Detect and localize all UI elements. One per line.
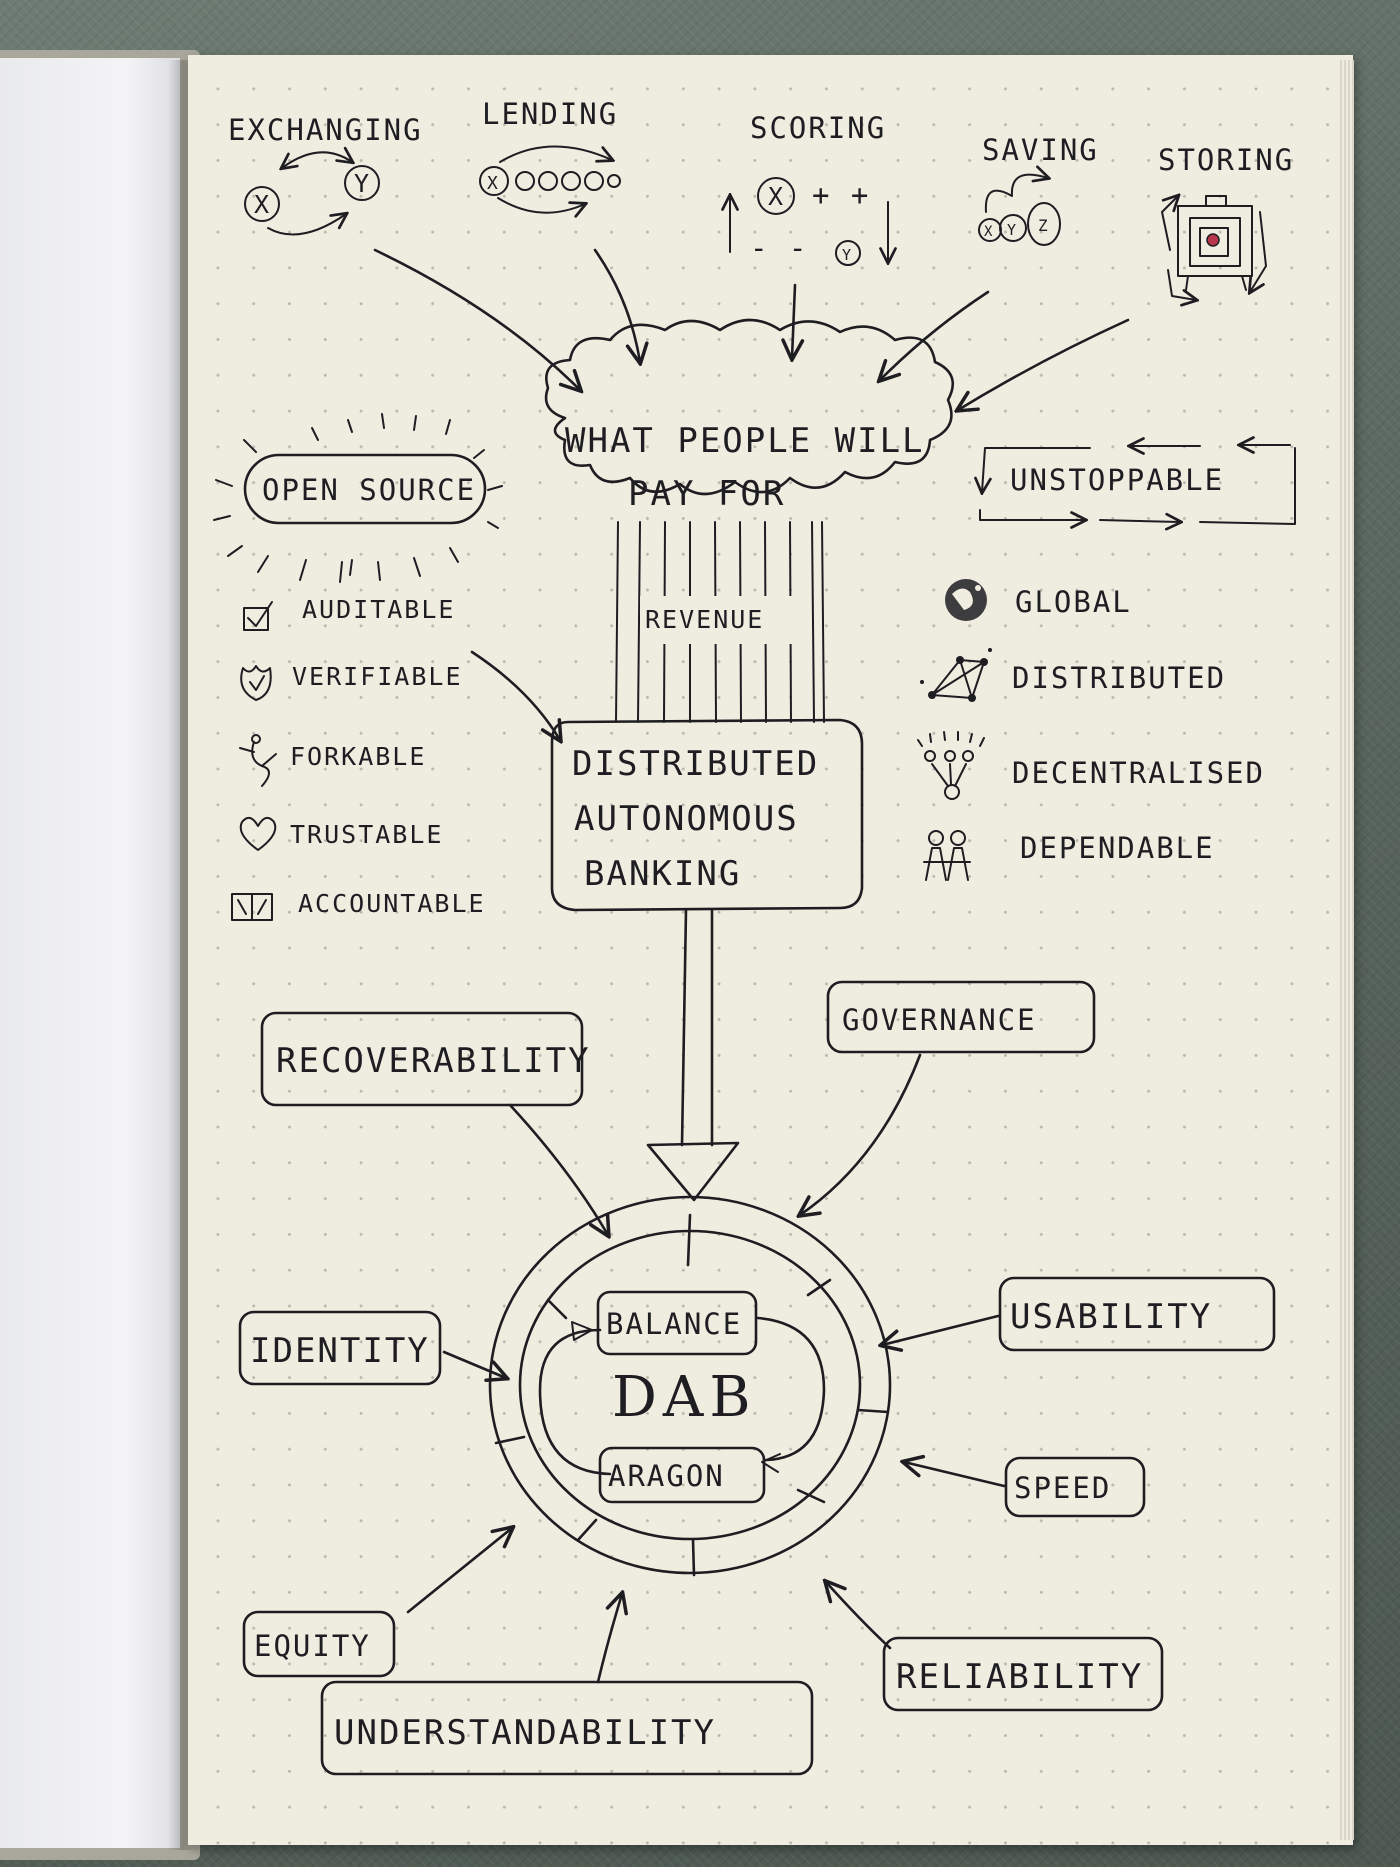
global-label: GLOBAL [1015,585,1132,619]
saving-label: SAVING [982,133,1099,167]
reliability-label: RELIABILITY [896,1657,1143,1697]
verify-icon [240,665,272,701]
cloud-line1: WHAT PEOPLE WILL [565,421,925,461]
people-icon [923,830,971,881]
open-source-label: OPEN SOURCE [262,473,476,507]
accountable-label: ACCOUNTABLE [298,889,486,918]
dab-line3: BANKING [584,854,741,894]
left-page [0,58,180,1848]
governance-box: GOVERNANCE [800,980,1096,1215]
globe-icon [945,579,987,621]
radiating-lines [213,413,503,583]
revenue-column: REVENUE [615,521,825,723]
activity-scoring: SCORING X + + - - Y [730,111,888,266]
saving-icon: X Y Z [978,175,1061,246]
svg-text:X: X [768,182,785,211]
understandability-box: UNDERSTANDABILITY [320,1594,814,1776]
svg-text:Z: Z [1038,216,1050,235]
fork-icon [239,734,277,787]
forkable-label: FORKABLE [290,742,426,771]
svg-text:- -: - - [750,231,808,265]
left-properties: AUDITABLE VERIFIABLE FORKABLE TRUSTABLE … [231,595,486,921]
svg-text:X: X [487,173,500,194]
svg-text:Y: Y [842,246,853,264]
recoverability-label: RECOVERABILITY [276,1041,591,1081]
pay-for-cloud: WHAT PEOPLE WILL PAY FOR [544,318,955,514]
activity-storing: STORING [1158,143,1294,300]
open-source-badge: OPEN SOURCE [213,413,503,583]
distributed-label: DISTRIBUTED [1012,661,1226,695]
page-edge [1340,60,1354,1840]
distributed-autonomous-banking-box: DISTRIBUTED AUTONOMOUS BANKING [550,718,864,912]
auditable-label: AUDITABLE [302,595,455,624]
storing-label: STORING [1158,143,1294,177]
scales-icon [231,893,273,921]
aragon-label: ARAGON [608,1459,725,1493]
safe-icon [1161,196,1267,300]
unstoppable-loop: UNSTOPPABLE [980,445,1296,524]
decentralised-label: DECENTRALISED [1012,756,1265,790]
dab-title: DAB [612,1365,757,1430]
dab-core: BALANCE ARAGON DAB [488,1195,892,1577]
svg-text:+ +: + + [812,178,870,212]
lending-label: LENDING [482,97,618,131]
speed-label: SPEED [1014,1471,1111,1505]
speed-box: SPEED [904,1458,1146,1518]
ring-segments [494,1213,890,1577]
usability-box: USABILITY [882,1276,1276,1350]
dab-line1: DISTRIBUTED [572,744,819,784]
activity-exchanging: EXCHANGING X Y [228,113,423,236]
governance-label: GOVERNANCE [842,1003,1037,1037]
identity-box: IDENTITY [238,1310,506,1386]
svg-text:Y: Y [1007,221,1018,239]
arrows-to-cloud [373,248,1130,410]
recoverability-box: RECOVERABILITY [260,1011,608,1235]
identity-label: IDENTITY [250,1331,430,1371]
svg-text:Y: Y [354,169,371,198]
usability-label: USABILITY [1010,1297,1212,1337]
right-properties: GLOBAL DISTRIBUTED DECENTRALISED DEPENDA… [917,579,1265,881]
trustable-label: TRUSTABLE [290,820,443,849]
dab-line2: AUTONOMOUS [574,799,799,839]
understandability-label: UNDERSTANDABILITY [334,1713,716,1753]
dependable-label: DEPENDABLE [1020,831,1215,865]
scoring-icon: X + + - - Y [730,177,888,266]
heart-icon [239,816,277,851]
network-icon [920,648,992,702]
exchanging-label: EXCHANGING [228,113,423,147]
right-page [188,55,1353,1845]
equity-label: EQUITY [254,1629,371,1663]
svg-text:X: X [984,224,994,240]
equity-box: EQUITY [242,1528,512,1678]
cloud-line2: PAY FOR [628,474,785,514]
activity-lending: LENDING X [479,97,621,213]
reliability-box: RELIABILITY [826,1582,1164,1712]
unstoppable-label: UNSTOPPABLE [1010,463,1224,497]
activity-saving: SAVING X Y Z [978,133,1099,246]
svg-text:X: X [254,190,271,219]
big-down-arrow [646,908,740,1202]
checkbox-icon [243,601,273,631]
lending-icon: X [479,145,621,212]
verifiable-label: VERIFIABLE [292,662,463,691]
revenue-label: REVENUE [645,605,764,634]
balance-label: BALANCE [606,1307,742,1341]
scoring-label: SCORING [750,111,886,145]
decentralised-icon [917,731,985,800]
verifiable-arrow [470,650,560,740]
exchange-icon: X Y [244,152,380,236]
